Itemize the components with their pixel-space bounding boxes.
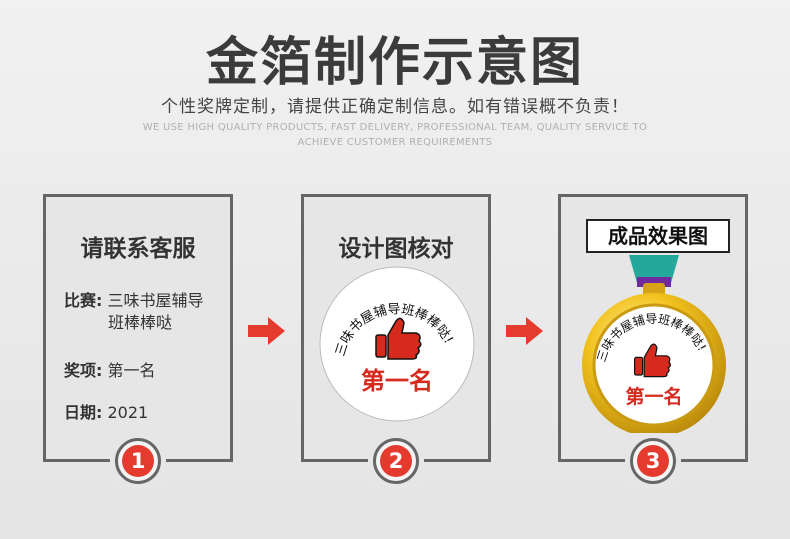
field-competition-cont: 班棒棒哒 [108,313,173,332]
field-competition: 比赛: 三味书屋辅导 [64,287,204,311]
field-label: 比赛: [64,291,103,310]
field-date: 日期: 2021 [64,399,148,423]
tagline: WE USE HIGH QUALITY PRODUCTS, FAST DELIV… [0,120,790,150]
step-number: 1 [110,433,166,489]
field-label: 日期: [64,403,103,422]
card-heading: 设计图核对 [338,236,454,262]
step-number-label: 1 [122,445,154,477]
thumbs-up-icon [375,317,422,360]
page-subtitle: 个性奖牌定制，请提供正确定制信息。如有错误概不负责！ [161,97,629,117]
thumbs-up-icon [634,343,671,378]
field-value: 2021 [107,403,149,422]
card-heading: 请联系客服 [80,236,196,262]
medal-image: 三味书屋辅导班棒棒哒! 第一名 [582,255,726,437]
field-label: 奖项: [64,361,103,380]
step-number: 3 [625,433,681,489]
center-text: 第一名 [625,385,682,408]
step-card-contact: 请联系客服 比赛: 三味书屋辅导 班棒棒哒 奖项: 第一名 日期: 2021 1 [43,194,233,489]
field-award: 奖项: 第一名 [64,357,156,381]
field-value: 三味书屋辅导 [107,291,204,310]
step-number-label: 2 [380,445,412,477]
arrow-right-icon [248,317,285,345]
step-card-design: 设计图核对 三味书屋辅导班棒棒哒! 第一名 2 [301,194,491,489]
result-badge: 成品效果图 [586,219,730,253]
center-text: 第一名 [361,366,433,395]
arrow-right-icon [506,317,543,345]
step-number: 2 [368,433,424,489]
tagline-line-2: ACHIEVE CUSTOMER REQUIREMENTS [297,137,493,148]
page-title: 金箔制作示意图 [205,33,584,93]
tagline-line-1: WE USE HIGH QUALITY PRODUCTS, FAST DELIV… [142,122,648,133]
step-number-label: 3 [637,445,669,477]
step-card-result: 成品效果图 三味书屋辅导班棒棒哒! 第一名 3 [558,194,748,489]
field-value: 第一名 [107,361,156,380]
design-preview: 三味书屋辅导班棒棒哒! 第一名 [319,266,475,422]
